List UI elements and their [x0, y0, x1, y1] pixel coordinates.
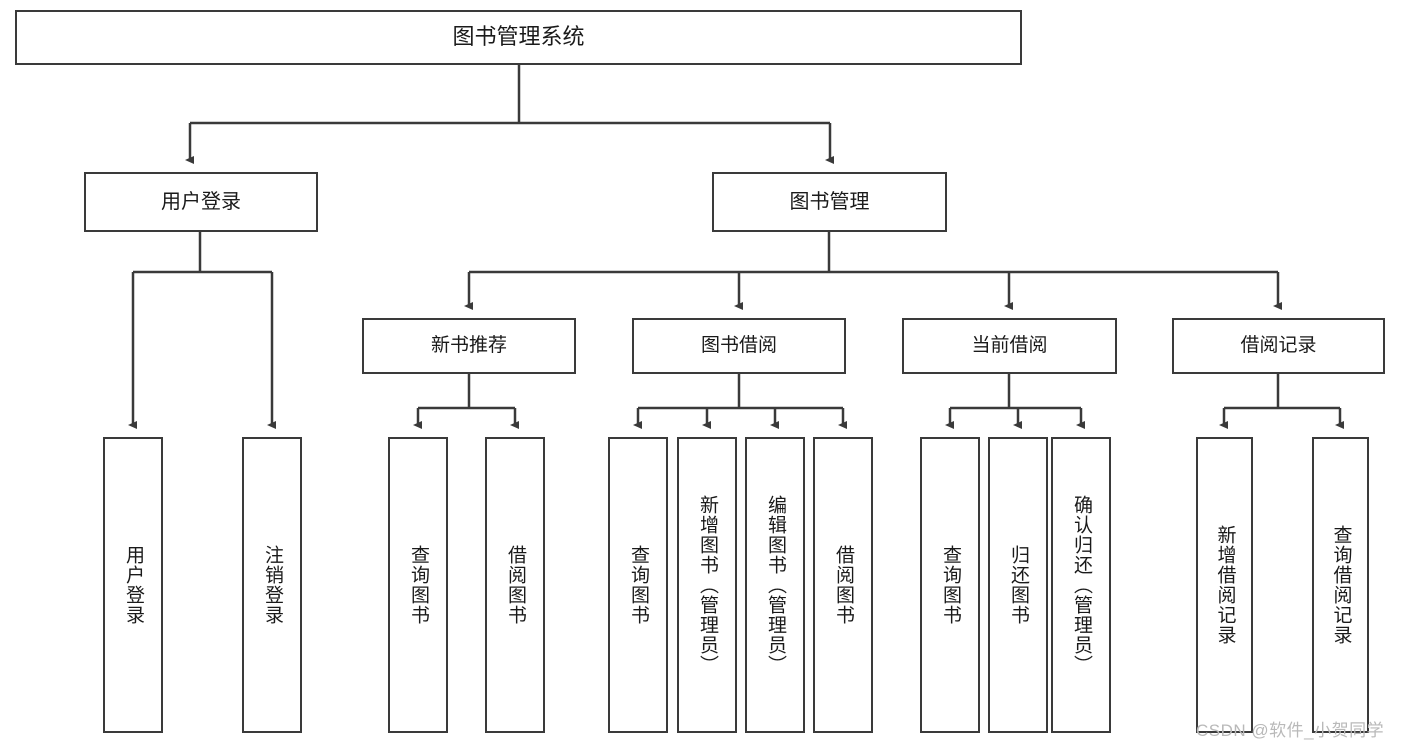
- leaf-search-books-borrow[interactable]: 查询图书: [608, 437, 668, 733]
- leaf-edit-book-admin[interactable]: 编辑图书（管理员）: [745, 437, 805, 733]
- leaf-search-books-borrow-label: 查询图书: [627, 545, 649, 625]
- leaf-logout-label: 注销登录: [261, 545, 283, 625]
- leaf-search-books-recommend[interactable]: 查询图书: [388, 437, 448, 733]
- node-new-book-recommend-label: 新书推荐: [430, 335, 507, 357]
- leaf-search-books-recommend-label: 查询图书: [407, 545, 429, 625]
- leaf-logout[interactable]: 注销登录: [242, 437, 302, 733]
- leaf-add-book-admin[interactable]: 新增图书（管理员）: [677, 437, 737, 733]
- leaf-confirm-return-admin-label: 确认归还（管理员）: [1070, 495, 1092, 675]
- leaf-borrow-books-recommend-label: 借阅图书: [504, 545, 526, 625]
- node-user-login[interactable]: 用户登录: [84, 172, 318, 232]
- csdn-watermark: CSDN @软件_小贺同学: [1196, 721, 1385, 740]
- node-current-borrow-label: 当前借阅: [971, 335, 1048, 357]
- node-current-borrow[interactable]: 当前借阅: [902, 318, 1117, 374]
- leaf-borrow-books-recommend[interactable]: 借阅图书: [485, 437, 545, 733]
- node-book-management[interactable]: 图书管理: [712, 172, 947, 232]
- leaf-return-books-label: 归还图书: [1007, 545, 1029, 625]
- node-book-borrow[interactable]: 图书借阅: [632, 318, 846, 374]
- leaf-user-login[interactable]: 用户登录: [103, 437, 163, 733]
- node-book-management-label: 图书管理: [789, 190, 870, 213]
- node-borrow-records[interactable]: 借阅记录: [1172, 318, 1385, 374]
- leaf-add-borrow-record-label: 新增借阅记录: [1214, 525, 1236, 645]
- leaf-confirm-return-admin[interactable]: 确认归还（管理员）: [1051, 437, 1111, 733]
- leaf-add-borrow-record[interactable]: 新增借阅记录: [1196, 437, 1253, 733]
- leaf-search-books-current-label: 查询图书: [939, 545, 961, 625]
- leaf-user-login-label: 用户登录: [122, 545, 144, 625]
- leaf-edit-book-admin-label: 编辑图书（管理员）: [764, 495, 786, 675]
- node-borrow-records-label: 借阅记录: [1240, 335, 1317, 357]
- node-root[interactable]: 图书管理系统: [15, 10, 1022, 65]
- leaf-add-book-admin-label: 新增图书（管理员）: [696, 495, 718, 675]
- leaf-borrow-books-label: 借阅图书: [832, 545, 854, 625]
- node-new-book-recommend[interactable]: 新书推荐: [362, 318, 576, 374]
- node-root-label: 图书管理系统: [452, 24, 585, 50]
- node-book-borrow-label: 图书借阅: [700, 335, 777, 357]
- leaf-search-borrow-record-label: 查询借阅记录: [1330, 525, 1352, 645]
- leaf-search-borrow-record[interactable]: 查询借阅记录: [1312, 437, 1369, 733]
- leaf-borrow-books[interactable]: 借阅图书: [813, 437, 873, 733]
- leaf-search-books-current[interactable]: 查询图书: [920, 437, 980, 733]
- node-user-login-label: 用户登录: [161, 190, 241, 213]
- leaf-return-books[interactable]: 归还图书: [988, 437, 1048, 733]
